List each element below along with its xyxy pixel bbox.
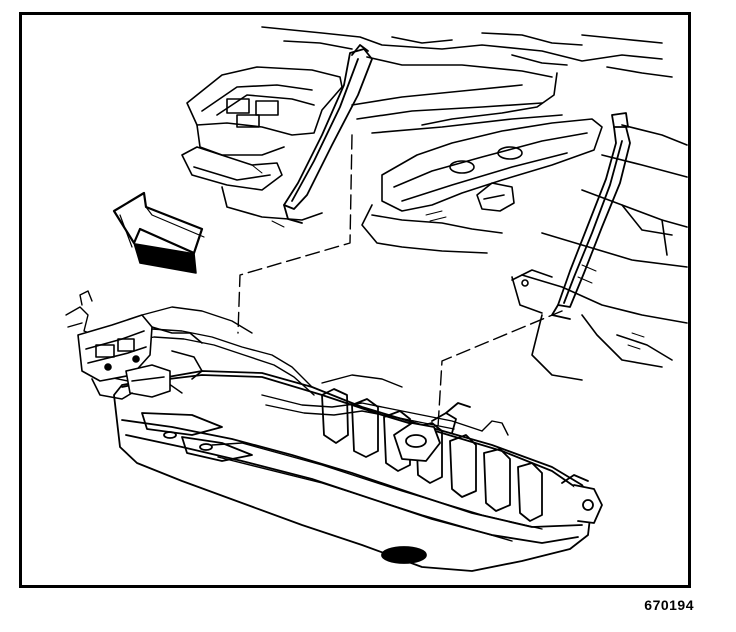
figure-number: 670194	[644, 597, 694, 613]
illustration-frame	[19, 12, 691, 588]
fuel-tank	[113, 370, 603, 572]
front-arrow-icon	[112, 191, 205, 274]
vehicle-underbody	[181, 26, 688, 381]
left-fuel-tank-strap	[283, 48, 373, 210]
alignment-leader-lines	[237, 134, 563, 428]
evap-canister-assembly	[77, 314, 203, 400]
fuel-tank-straps	[283, 44, 631, 320]
fuel-tank-removal-illustration	[65, 26, 688, 572]
detail-hatching	[251, 164, 645, 350]
right-fuel-tank-strap	[557, 126, 631, 308]
